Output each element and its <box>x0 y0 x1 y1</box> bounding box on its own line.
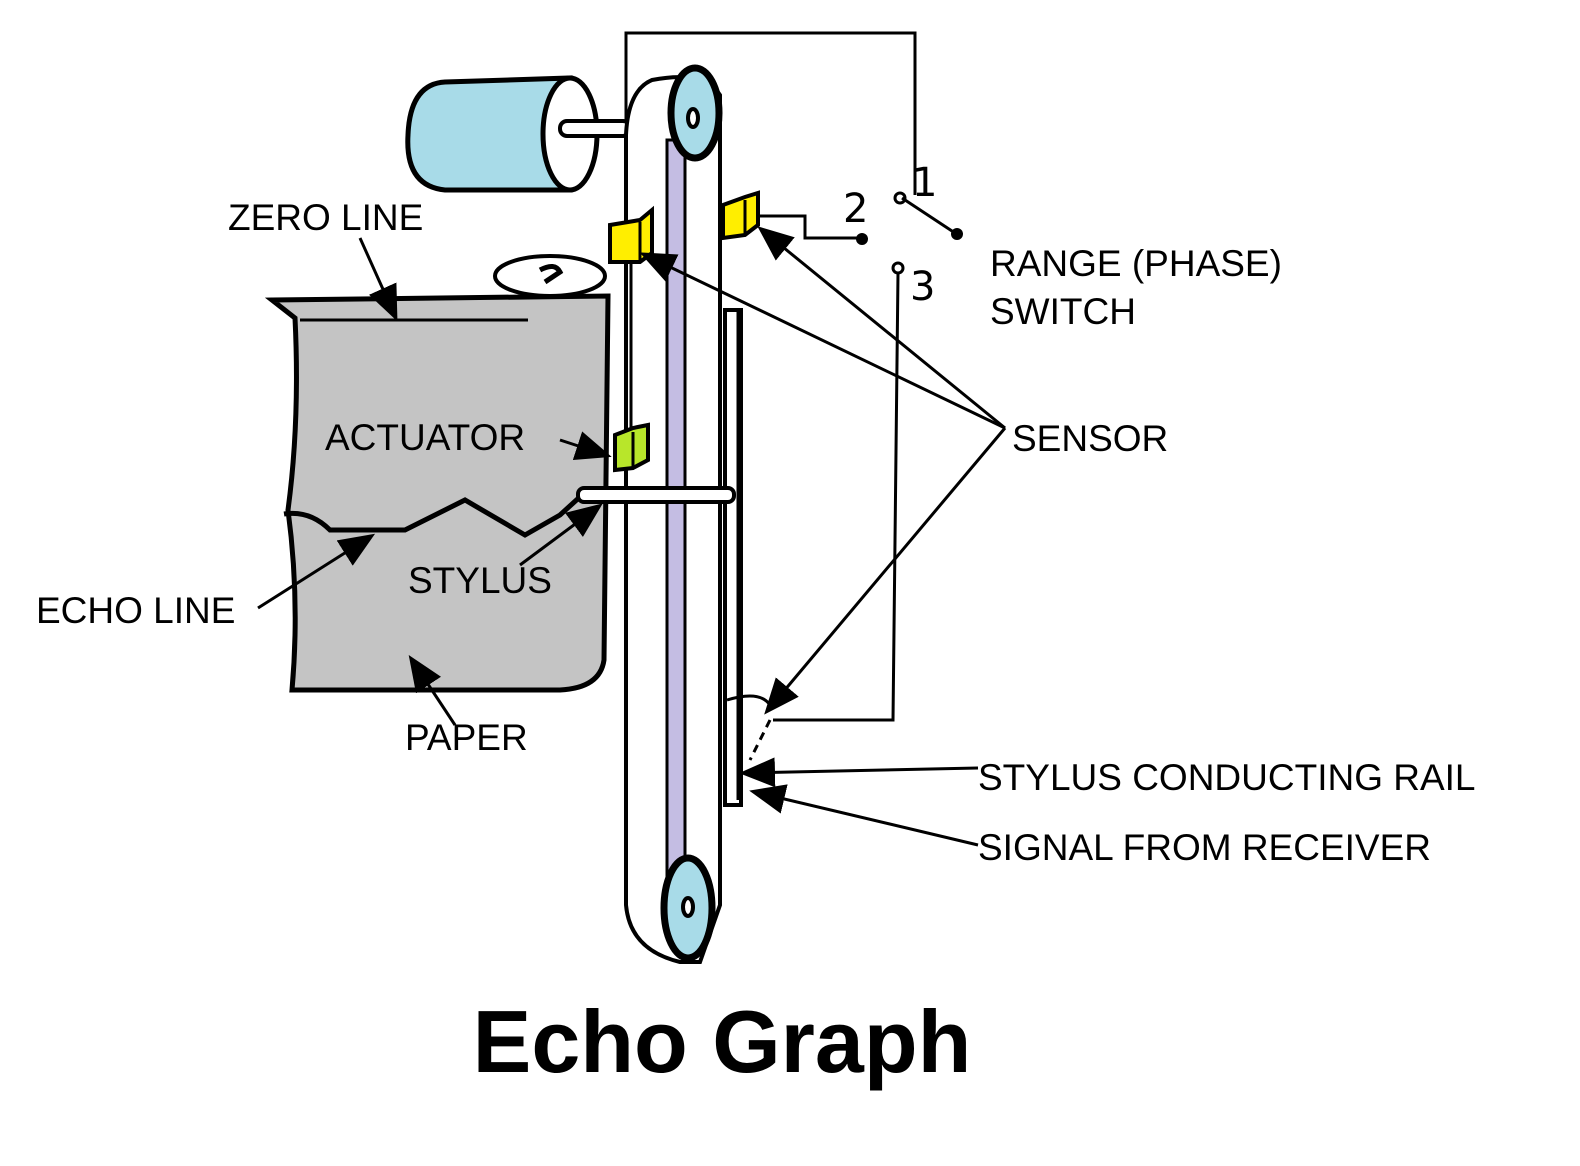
label-echo-line: ECHO LINE <box>36 590 235 631</box>
label-zero-line: ZERO LINE <box>228 197 423 238</box>
sensor-right <box>721 190 760 241</box>
stylus-conducting-rail <box>723 308 743 807</box>
label-range-switch-1: RANGE (PHASE) <box>990 243 1282 284</box>
label-sensor: SENSOR <box>1012 418 1168 459</box>
belt <box>665 138 687 902</box>
label-actuator: ACTUATOR <box>325 417 525 458</box>
actuator <box>613 422 650 473</box>
range-switch: 1 2 3 <box>758 160 963 722</box>
label-signal-from-receiver: SIGNAL FROM RECEIVER <box>978 827 1431 868</box>
label-stylus-conducting-rail: STYLUS CONDUCTING RAIL <box>978 757 1476 798</box>
switch-position-2: 2 <box>843 186 868 232</box>
paper-roll <box>493 254 607 298</box>
stylus <box>576 486 736 504</box>
belt-assembly <box>624 64 723 964</box>
motor <box>405 75 632 193</box>
switch-position-1: 1 <box>912 160 937 206</box>
paper <box>264 293 611 693</box>
label-stylus: STYLUS <box>408 560 552 601</box>
echo-line <box>283 493 584 538</box>
switch-position-3: 3 <box>910 264 935 310</box>
label-range-switch-2: SWITCH <box>990 291 1136 332</box>
diagram-title: Echo Graph <box>473 992 972 1091</box>
label-paper: PAPER <box>405 717 528 758</box>
